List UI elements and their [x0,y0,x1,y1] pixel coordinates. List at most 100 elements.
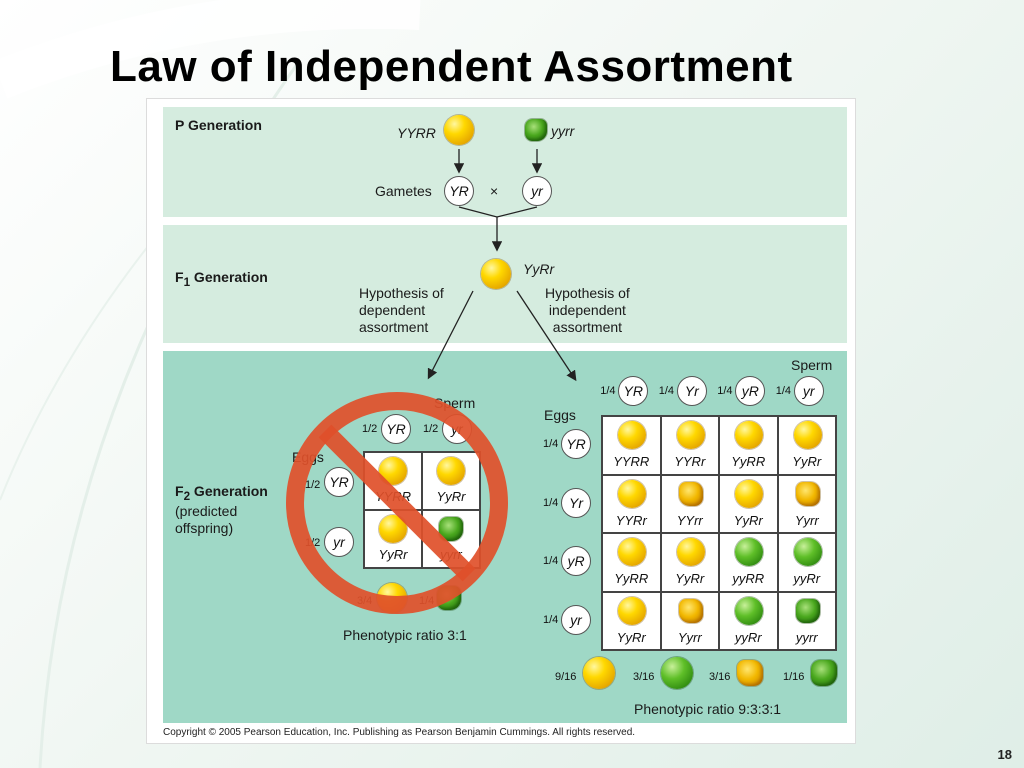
gametes-label: Gametes [375,183,432,199]
ind-cell: yyRr [719,591,778,650]
ind-result-frac: 3/16 [709,671,731,683]
dep-cell-2: YyRr [422,452,480,510]
hypothesis-independent: Hypothesis of independent assortment [545,285,630,335]
ind-cell-genotype: YyRr [792,454,822,469]
copyright-text: Copyright © 2005 Pearson Education, Inc.… [163,727,636,738]
ind-cell: YYRR [602,416,661,475]
ind-sperm-allele: yR [735,376,766,406]
yellow-wrinkled-pea-icon [678,481,703,506]
independent-sperm-label: Sperm [791,357,833,373]
yellow-round-pea-icon [444,115,474,145]
dep-egg-allele-2: yr [324,527,354,557]
yellow-round-pea-icon [618,596,647,625]
ind-egg-frac: 1/4 [543,613,559,626]
cross-symbol: × [490,183,499,199]
yellow-round-pea-icon [735,479,764,508]
ind-cell-genotype: Yyrr [677,629,702,645]
ind-cell: YyRr [719,474,778,533]
ind-cell-genotype: yyRr [734,629,762,645]
ind-cell: yyRR [719,533,778,592]
yellow-round-pea-icon [618,479,647,508]
ind-result-frac: 9/16 [555,671,577,683]
yellow-round-pea-icon [676,538,705,566]
gamete-yr-dominant: YR [444,176,474,206]
yellow-round-pea-icon [618,421,647,449]
ind-cell-genotype: YyRR [731,454,766,469]
green-round-pea-icon [661,657,693,689]
green-round-pea-icon [735,538,764,566]
ind-cell: YYrr [660,474,719,533]
green-round-pea-icon [735,596,764,625]
ind-egg-allele: Yr [561,487,591,518]
ind-cell-genotype: YYRr [615,512,647,528]
arrow-dependent [427,290,474,380]
green-wrinkled-pea-icon [811,660,837,686]
ind-egg-allele: yR [561,546,591,577]
ind-sperm-frac: 1/4 [600,385,616,397]
ind-cell-genotype: YYRr [674,454,706,469]
independent-eggs-label: Eggs [544,407,576,423]
ind-egg-frac: 1/4 [543,496,559,509]
ind-cell: YyRR [602,533,661,592]
assortment-figure: P Generation YYRR yyrr Gametes YR × yr F… [146,98,856,744]
ind-cell: YyRr [777,416,836,475]
ind-cell-genotype: YyRR [614,571,649,586]
ind-cell: Yyrr [777,474,836,533]
parent2-genotype: yyrr [551,123,575,139]
ind-egg-allele: YR [561,429,591,460]
gamete-join-line [458,206,538,218]
ind-cell-genotype: yyrr [795,629,818,645]
ind-cell-genotype: yyRR [732,571,765,586]
yellow-round-pea-icon [618,538,647,566]
dep-sperm-frac-1: 1/2 [362,423,378,435]
ind-sperm-frac: 1/4 [717,385,733,397]
dep-sperm-allele-1: YR [381,414,411,444]
ind-egg-allele: yr [561,604,591,635]
ind-sperm-allele: YR [618,376,649,406]
ind-cell-genotype: YyRr [675,571,705,586]
ind-cell-genotype: YyRr [616,629,646,645]
p-generation-panel [163,107,847,217]
f1-genotype: YyRr [523,261,555,277]
ind-cell: yyrr [777,591,836,650]
parent1-genotype: YYRR [397,125,436,141]
f1-generation-label: F1 Generation [175,269,268,289]
yellow-wrinkled-pea-icon [737,660,763,686]
green-wrinkled-pea-icon [525,119,547,141]
ind-sperm-frac: 1/4 [775,385,792,397]
ind-cell: YyRR [719,416,778,475]
ind-result-frac: 1/16 [783,671,805,683]
yellow-wrinkled-pea-icon [678,598,703,623]
arrows-overlay [286,149,577,614]
ind-cell-genotype: YyRr [733,512,763,528]
ind-sperm-allele: Yr [676,376,707,406]
yellow-wrinkled-pea-icon [795,481,820,506]
page-number: 18 [997,747,1012,762]
ind-cell: Yyrr [660,591,719,650]
dep-egg-frac-1: 1/2 [305,479,321,491]
ind-sperm-allele: yr [793,376,824,406]
f2-generation-sublabel: (predicted offspring) [175,503,238,536]
ind-cell-genotype: YYrr [676,512,703,528]
gamete-yr-recessive: yr [522,176,552,206]
slide-title: Law of Independent Assortment [110,42,793,91]
ind-cell: yyRr [777,533,836,592]
f1-yellow-round-pea-icon [481,259,511,289]
p-generation-label: P Generation [175,117,262,133]
green-wrinkled-pea-icon [795,598,820,623]
dependent-ratio: Phenotypic ratio 3:1 [343,627,467,643]
dep-sperm-frac-2: 1/2 [423,423,439,435]
green-round-pea-icon [793,538,822,566]
prohibition-icon [286,392,508,614]
f2-generation-label: F2 Generation [175,483,268,503]
ind-cell-genotype: Yyrr [794,512,819,528]
yellow-round-pea-icon [676,421,705,449]
dependent-punnett-square: YYRR YyRr YyRr yyrr [363,451,481,569]
ind-cell-genotype: yyRr [793,571,821,586]
yellow-round-pea-icon [583,657,615,689]
yellow-round-pea-icon [735,421,764,449]
yellow-round-pea-icon [793,421,822,449]
ind-cell: YYRr [602,474,661,533]
ind-cell-genotype: YYRR [613,454,650,469]
